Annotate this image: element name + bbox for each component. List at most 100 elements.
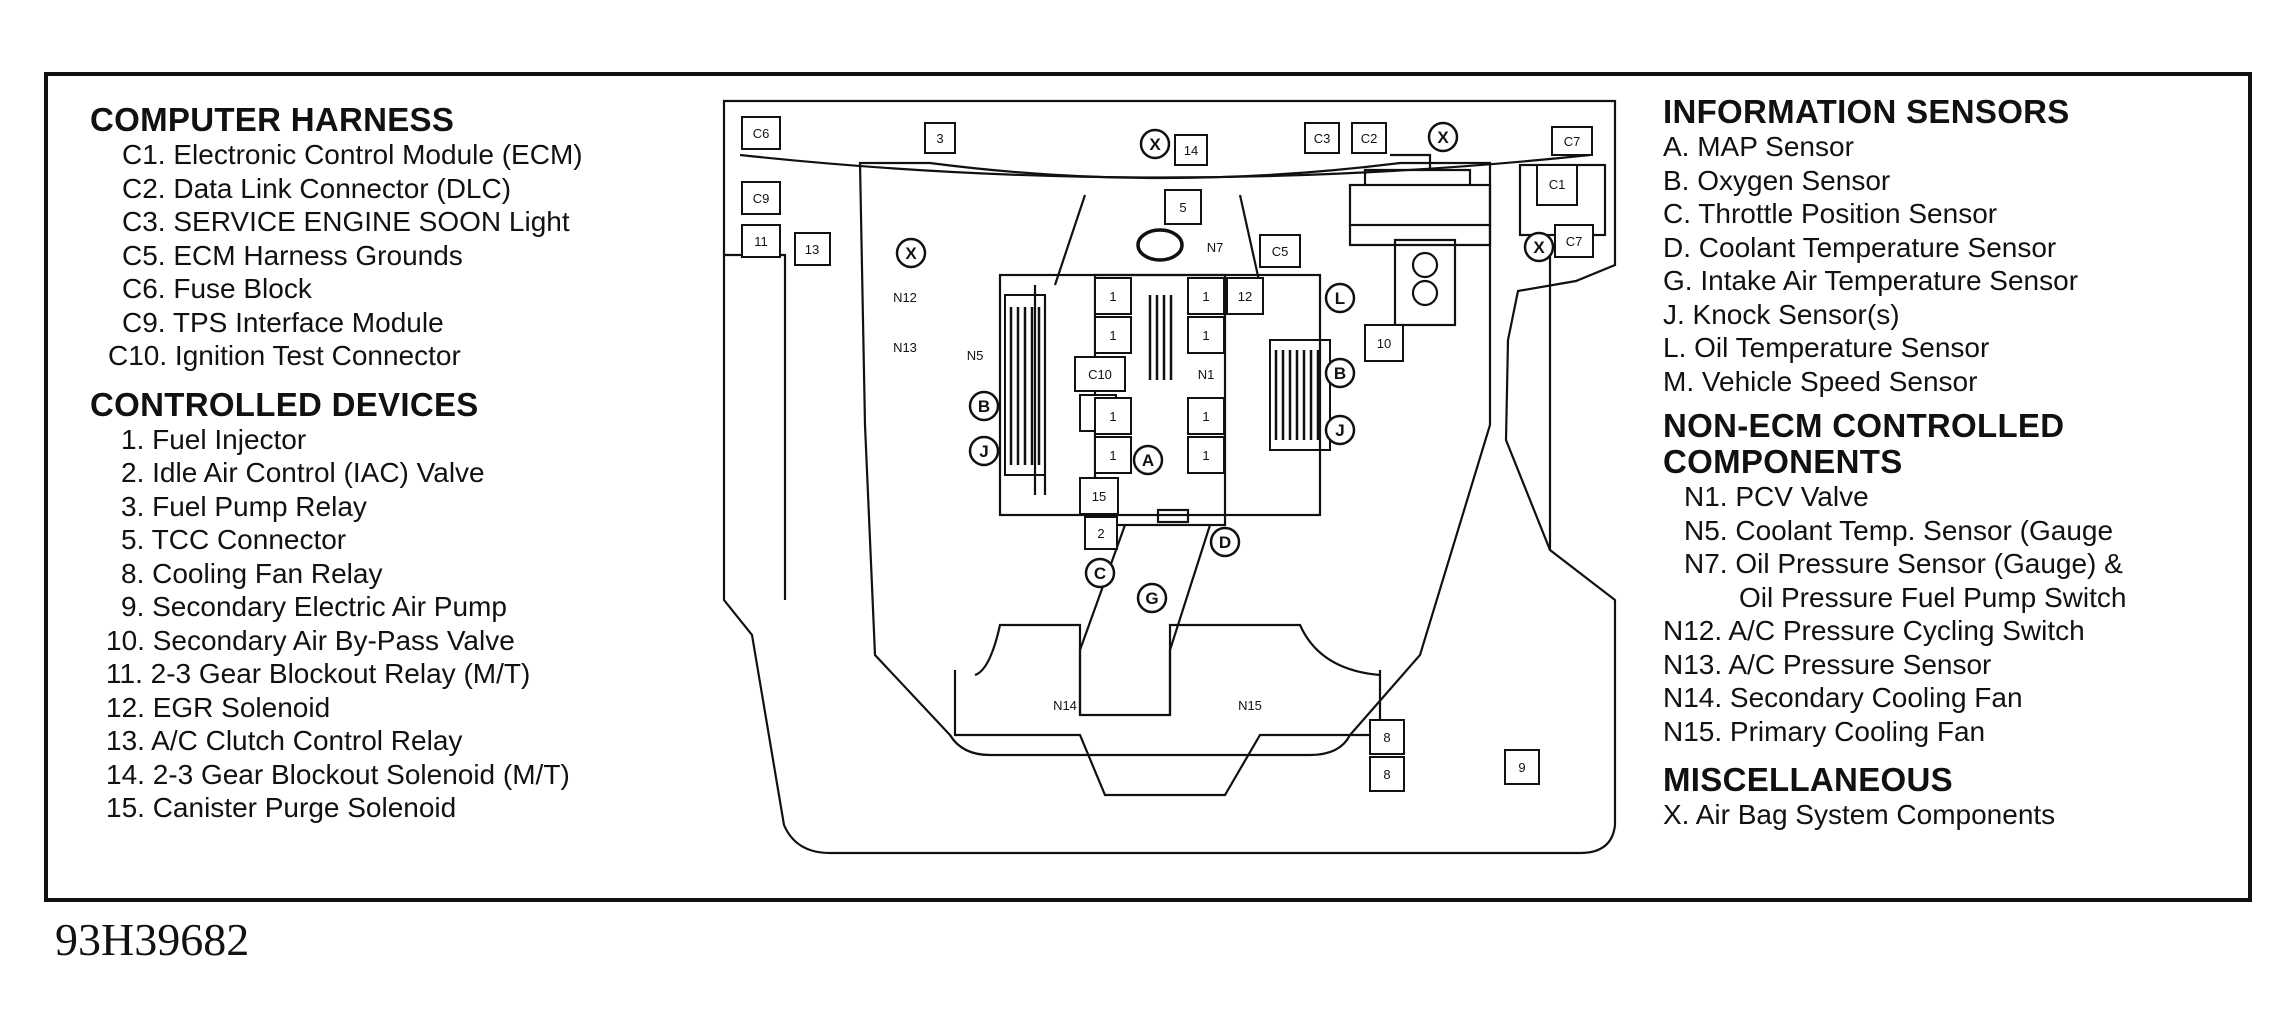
center-fins	[1148, 295, 1173, 380]
label-box-12: 12	[1226, 277, 1264, 315]
legend-item-2: 2. Idle Air Control (IAC) Valve	[121, 457, 485, 488]
svg-text:1: 1	[1202, 289, 1209, 304]
boxed-labels: C6 3 14 C3 C2 C7 C9 5 C1 11 13 C5 C7 1 1…	[741, 116, 1594, 792]
cowl-line	[739, 153, 1591, 179]
legend-item-c5: C5. ECM Harness Grounds	[122, 239, 463, 271]
label-box-c6: C6	[741, 116, 781, 150]
legend-item-m: M. Vehicle Speed Sensor	[1663, 365, 1978, 397]
left-fender-line	[724, 253, 787, 600]
label-box-c9: C9	[741, 181, 781, 215]
legend-item-8: 8. Cooling Fan Relay	[121, 557, 383, 589]
engine-block	[998, 273, 1322, 517]
svg-text:13: 13	[805, 242, 819, 257]
svg-text:J: J	[1335, 421, 1344, 440]
label-circle-x-3: X	[895, 237, 927, 269]
legend-item-11: 11. 2-3 Gear Blockout Relay (M/T)	[106, 658, 531, 689]
svg-text:X: X	[1437, 128, 1449, 147]
label-box-14: 14	[1174, 134, 1208, 166]
svg-text:11: 11	[754, 234, 768, 249]
radiator-lower	[953, 670, 1382, 797]
non-ecm-heading-line2: COMPONENTS	[1663, 443, 1903, 480]
svg-text:C9: C9	[753, 191, 770, 206]
miscellaneous-heading: MISCELLANEOUS	[1663, 761, 1953, 798]
non-ecm-list: N1. PCV Valve N5. Coolant Temp. Sensor (…	[1663, 480, 2126, 748]
label-box-c3: C3	[1304, 122, 1340, 154]
label-circle-x-1: X	[1139, 128, 1171, 160]
legend-item-c1: C1. Electronic Control Module (ECM)	[122, 139, 583, 170]
legend-item-c: C. Throttle Position Sensor	[1663, 198, 1998, 229]
air-intake-duct	[1078, 524, 1212, 717]
legend-item-n13: N13. A/C Pressure Sensor	[1663, 648, 1992, 680]
legend-item-n5: N5. Coolant Temp. Sensor (Gauge	[1684, 514, 2114, 546]
engine-bay-outline	[722, 99, 1617, 855]
label-circle-g: G	[1136, 582, 1168, 614]
computer-harness-heading: COMPUTER HARNESS	[90, 101, 455, 138]
label-box-3: 3	[924, 122, 956, 154]
legend-item-13: 13. A/C Clutch Control Relay	[106, 725, 463, 756]
legend-item-n12: N12. A/C Pressure Cycling Switch	[1663, 615, 2085, 646]
svg-text:1: 1	[1202, 448, 1209, 463]
svg-text:B: B	[978, 397, 990, 416]
svg-text:3: 3	[936, 131, 943, 146]
label-n13: N13	[893, 340, 917, 355]
svg-text:1: 1	[1109, 448, 1116, 463]
label-box-c7-top: C7	[1551, 126, 1593, 156]
label-circle-a: A	[1132, 444, 1164, 476]
svg-text:1: 1	[1109, 328, 1116, 343]
non-ecm-heading-line1: NON-ECM CONTROLLED	[1663, 407, 2065, 444]
svg-text:C1: C1	[1549, 177, 1566, 192]
label-box-1-b: 1	[1094, 316, 1132, 354]
legend-item-l: L. Oil Temperature Sensor	[1663, 332, 1990, 363]
label-box-9: 9	[1504, 749, 1540, 785]
legend-item-c3: C3. SERVICE ENGINE SOON Light	[122, 206, 570, 237]
legend-item-n1: N1. PCV Valve	[1684, 481, 1869, 512]
label-box-1-f: 1	[1094, 397, 1132, 435]
information-sensors-heading: INFORMATION SENSORS	[1663, 93, 2070, 130]
computer-harness-list: C1. Electronic Control Module (ECM) C2. …	[90, 138, 583, 373]
svg-text:C3: C3	[1314, 131, 1331, 146]
label-n5: N5	[967, 348, 984, 363]
label-box-1-c: 1	[1187, 277, 1225, 315]
label-box-1-a: 1	[1094, 277, 1132, 315]
label-box-8-b: 8	[1369, 756, 1405, 792]
text-labels: N7 N12 N13 N5 N14 N15	[893, 240, 1262, 713]
svg-text:15: 15	[1092, 489, 1106, 504]
legend-item-c2: C2. Data Link Connector (DLC)	[122, 172, 512, 204]
label-circle-x-2: X	[1427, 121, 1459, 153]
fuse-housing	[1393, 238, 1457, 327]
legend-item-j: J. Knock Sensor(s)	[1663, 298, 1900, 330]
svg-text:1: 1	[1109, 289, 1116, 304]
svg-text:8: 8	[1383, 730, 1390, 745]
svg-text:10: 10	[1377, 336, 1391, 351]
figure-id: 93H39682	[55, 914, 250, 965]
svg-text:12: 12	[1238, 289, 1252, 304]
svg-text:J: J	[979, 442, 988, 461]
legend-item-a: A. MAP Sensor	[1663, 131, 1854, 162]
svg-text:G: G	[1145, 589, 1158, 608]
left-head-fins	[1004, 294, 1046, 476]
legend-item-c9: C9. TPS Interface Module	[122, 306, 444, 338]
svg-text:8: 8	[1383, 767, 1390, 782]
engine-compartment-diagram: C6 3 14 C3 C2 C7 C9 5 C1 11 13 C5 C7 1 1…	[722, 99, 1617, 855]
legend-item-c10: C10. Ignition Test Connector	[108, 340, 461, 371]
label-box-13: 13	[794, 232, 831, 266]
label-box-5: 5	[1164, 189, 1202, 225]
legend-item-1: 1. Fuel Injector	[121, 423, 307, 455]
label-circle-b-right: B	[1324, 357, 1356, 389]
legend-item-c6: C6. Fuse Block	[122, 273, 312, 304]
fuse-round-1	[1411, 251, 1439, 279]
label-circle-c: C	[1084, 557, 1116, 589]
brake-master-line	[1348, 225, 1492, 247]
label-n7: N7	[1207, 240, 1224, 255]
label-n15: N15	[1238, 698, 1262, 713]
label-n12: N12	[893, 290, 917, 305]
svg-text:2: 2	[1097, 526, 1104, 541]
controlled-devices-heading: CONTROLLED DEVICES	[90, 385, 479, 423]
svg-text:C2: C2	[1361, 131, 1378, 146]
svg-text:L: L	[1335, 289, 1345, 308]
label-circle-j-right: J	[1324, 414, 1356, 446]
svg-text:A: A	[1142, 451, 1154, 470]
radiator-shroud-right	[1168, 623, 1381, 715]
label-box-n1: N1	[1198, 367, 1215, 382]
label-circle-x-4: X	[1523, 231, 1555, 263]
